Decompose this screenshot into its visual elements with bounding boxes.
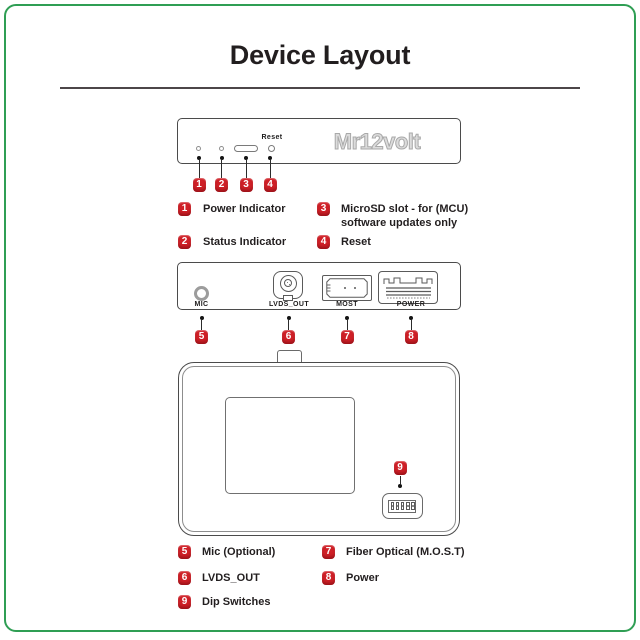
microsd-slot-icon xyxy=(234,144,258,152)
callout-badge-8: 8 xyxy=(404,330,418,344)
callout-badge-2: 2 xyxy=(215,178,228,192)
power-port-icon xyxy=(378,270,438,304)
callout-badge-1: 1 xyxy=(192,178,206,192)
leader-line xyxy=(198,160,200,178)
callout-dot xyxy=(409,316,413,320)
legend-badge-1: 1 xyxy=(178,202,191,216)
callout-dot xyxy=(397,484,402,488)
leader-line xyxy=(201,320,202,330)
legend-badge-2: 2 xyxy=(178,235,191,249)
dip-switch-block xyxy=(382,492,423,519)
legend-label-fiber-optical: Fiber Optical (M.O.S.T) xyxy=(346,546,465,558)
leader-line xyxy=(269,160,271,178)
lvds-pin-icon xyxy=(288,283,291,286)
title-divider xyxy=(60,87,580,89)
legend-label-mic: Mic (Optional) xyxy=(202,546,276,558)
power-label: POWER xyxy=(396,301,426,308)
legend-badge-9: 9 xyxy=(178,595,191,609)
callout-badge-5: 5 xyxy=(195,330,208,344)
most-label: MOST xyxy=(336,301,358,308)
front-panel xyxy=(177,118,461,164)
mic-label: MIC xyxy=(194,301,209,308)
callout-dot xyxy=(244,156,248,160)
lvds-pin-icon xyxy=(286,281,289,284)
rear-panel xyxy=(177,262,461,310)
legend-label-microsd: MicroSD slot - for (MCU) software update… xyxy=(341,203,469,229)
callout-badge-6: 6 xyxy=(282,330,295,344)
legend-badge-5: 5 xyxy=(178,545,191,559)
callout-dot xyxy=(199,316,204,320)
top-view-inner-outline xyxy=(182,365,456,532)
leader-line xyxy=(288,320,289,330)
green-border-frame xyxy=(4,4,636,632)
reset-hole-icon xyxy=(268,144,275,152)
leader-line xyxy=(410,320,412,330)
legend-badge-8: 8 xyxy=(322,571,335,585)
dip-switch-lever xyxy=(411,502,415,510)
callout-dot xyxy=(345,316,349,320)
dip-switch-lever xyxy=(401,502,405,510)
callout-dot xyxy=(219,156,224,160)
dip-switch-icon xyxy=(388,499,416,513)
legend-label-dip-switches: Dip Switches xyxy=(202,596,271,608)
callout-dot xyxy=(268,156,272,160)
mic-port-icon xyxy=(194,286,209,301)
dip-switch-lever xyxy=(395,502,400,510)
legend-badge-3: 3 xyxy=(317,202,330,216)
callout-badge-9: 9 xyxy=(393,461,407,475)
legend-badge-4: 4 xyxy=(317,235,330,249)
power-port-inner-icon xyxy=(383,277,432,298)
leader-line xyxy=(346,320,348,330)
leader-line xyxy=(245,160,247,178)
callout-badge-7: 7 xyxy=(340,330,354,344)
leader-line xyxy=(221,160,222,178)
callout-badge-3: 3 xyxy=(239,178,253,192)
callout-badge-4: 4 xyxy=(263,178,277,192)
leader-line xyxy=(399,476,401,484)
legend-badge-7: 7 xyxy=(322,545,335,559)
legend-label-lvds: LVDS_OUT xyxy=(202,572,260,584)
page-title: Device Layout xyxy=(229,40,411,70)
brand-logo: Mr12volt xyxy=(333,129,421,155)
lvds-key-icon xyxy=(283,295,293,301)
legend-badge-6: 6 xyxy=(178,571,191,585)
dip-switch-lever xyxy=(390,502,394,510)
legend-label-power: Power xyxy=(346,572,380,584)
legend-label-reset: Reset xyxy=(341,236,371,248)
most-port-icon xyxy=(322,274,372,301)
lvds-label: LVDS_OUT xyxy=(268,301,310,308)
callout-dot xyxy=(286,316,291,320)
legend-label-power-indicator: Power Indicator xyxy=(203,203,286,215)
reset-label: Reset xyxy=(261,134,283,141)
power-led-icon xyxy=(196,145,201,151)
most-port-inner-icon xyxy=(326,277,368,298)
status-led-icon xyxy=(219,145,224,151)
screen-area xyxy=(225,397,355,494)
legend-label-status-indicator: Status Indicator xyxy=(203,236,287,248)
dip-switch-lever xyxy=(406,502,410,510)
callout-dot xyxy=(197,156,201,160)
lvds-core-icon xyxy=(284,279,292,287)
